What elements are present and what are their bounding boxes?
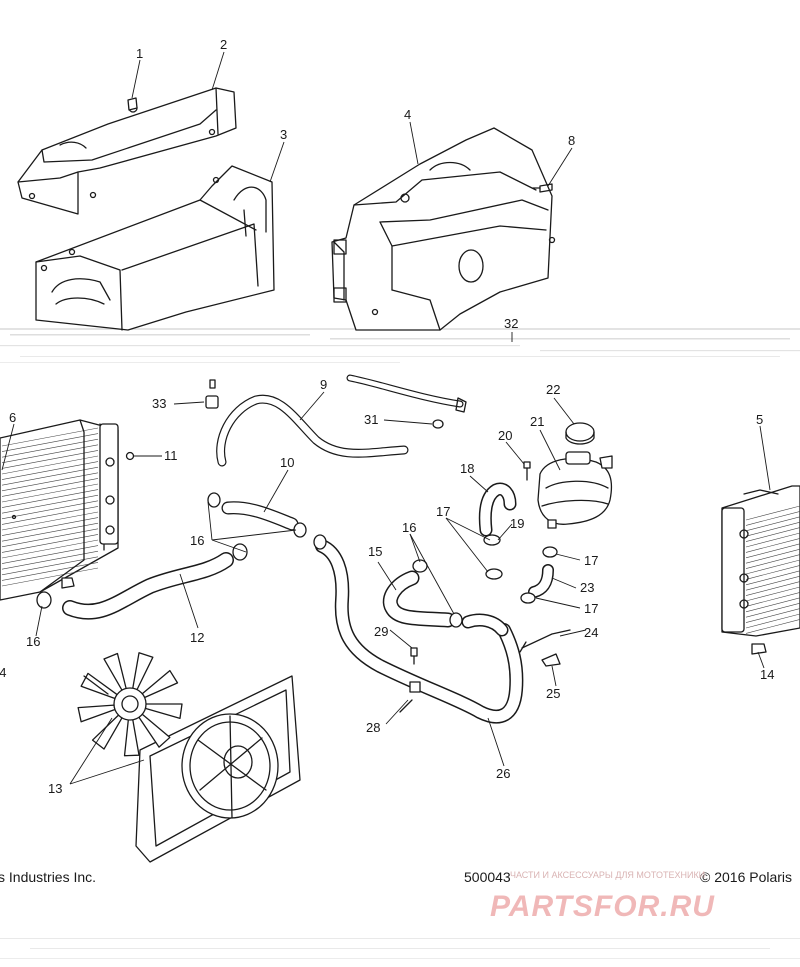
callout-24: 24 xyxy=(584,625,598,640)
callout-14b: 14 xyxy=(760,667,774,682)
part-9-vent-hose xyxy=(216,394,409,467)
part-12-lower-radiator-hose xyxy=(36,543,248,620)
part-28-clip xyxy=(399,699,413,713)
part-11-nut xyxy=(125,451,135,461)
footer-copyright: © 2016 Polaris xyxy=(700,869,792,885)
part-21-coolant-reservoir xyxy=(537,451,613,529)
callout-13: 13 xyxy=(48,781,62,796)
watermark-tagline: ЧАСТИ И АКСЕССУАРЫ ДЛЯ МОТОТЕХНИКИ xyxy=(510,870,705,880)
callout-33: 33 xyxy=(152,396,166,411)
callout-3: 3 xyxy=(280,127,287,142)
callout-15: 15 xyxy=(368,544,382,559)
callout-1: 1 xyxy=(136,46,143,61)
callout-12: 12 xyxy=(190,630,204,645)
callout-16c: 16 xyxy=(26,634,40,649)
part-26-coolant-pipe xyxy=(313,534,524,724)
callout-5: 5 xyxy=(756,412,763,427)
part-8-bolt xyxy=(532,183,553,193)
callout-17a: 17 xyxy=(436,504,450,519)
callout-4: 4 xyxy=(404,107,411,122)
part-3-lower-shroud xyxy=(35,165,275,331)
callout-2: 2 xyxy=(220,37,227,52)
footer-diagram-number: 500043 xyxy=(464,869,511,885)
watermark: ЧАСТИ И АКСЕССУАРЫ ДЛЯ МОТОТЕХНИКИ PARTS… xyxy=(490,870,715,923)
callout-8: 8 xyxy=(568,133,575,148)
part-15-hose xyxy=(382,559,509,637)
part-1-plug xyxy=(127,97,138,111)
part-23-hose xyxy=(520,546,558,604)
scan-noise-band xyxy=(0,328,800,959)
callout-28: 28 xyxy=(366,720,380,735)
callout-9: 9 xyxy=(320,377,327,392)
part-13-fan-assembly xyxy=(77,652,301,863)
callout-31: 31 xyxy=(364,412,378,427)
callout-32: 32 xyxy=(504,316,518,331)
part-2-upper-shroud xyxy=(17,87,237,215)
callout-21: 21 xyxy=(530,414,544,429)
callout-29: 29 xyxy=(374,624,388,639)
callout-25: 25 xyxy=(546,686,560,701)
callout-19: 19 xyxy=(510,516,524,531)
callout-labels: 1 2 3 4 8 32 22 5 33 9 21 20 6 11 10 31 … xyxy=(0,37,774,796)
part-24-bracket xyxy=(519,629,571,653)
part-22-reservoir-cap xyxy=(565,422,595,445)
callout-20: 20 xyxy=(498,428,512,443)
part-25-bracket xyxy=(541,653,561,667)
callout-11: 11 xyxy=(164,448,178,463)
part-32-vent-hose xyxy=(346,374,467,413)
callout-17b: 17 xyxy=(584,553,598,568)
watermark-logo: PARTSFOR.RU xyxy=(490,890,715,923)
callout-14a: 14 xyxy=(0,665,6,680)
callout-6: 6 xyxy=(9,410,16,425)
callout-22: 22 xyxy=(546,382,560,397)
callout-16a: 16 xyxy=(190,533,204,548)
callout-16b: 16 xyxy=(402,520,416,535)
part-33-fitting xyxy=(205,379,219,409)
callout-17c: 17 xyxy=(584,601,598,616)
part-4-side-shroud xyxy=(331,127,556,331)
footer-company: s Industries Inc. xyxy=(0,869,96,885)
callout-26: 26 xyxy=(496,766,510,781)
part-29-bolt xyxy=(410,647,418,665)
callout-10: 10 xyxy=(280,455,294,470)
footer: s Industries Inc. 500043 © 2016 Polaris xyxy=(0,869,792,885)
callout-23: 23 xyxy=(580,580,594,595)
part-6-radiator-left xyxy=(0,419,119,601)
part-20-bolt xyxy=(523,461,531,481)
part-18-hose xyxy=(478,482,517,580)
part-31-cap xyxy=(432,419,444,429)
part-5-radiator-right xyxy=(721,485,800,655)
callout-18: 18 xyxy=(460,461,474,476)
callout-leaders xyxy=(1,51,771,785)
